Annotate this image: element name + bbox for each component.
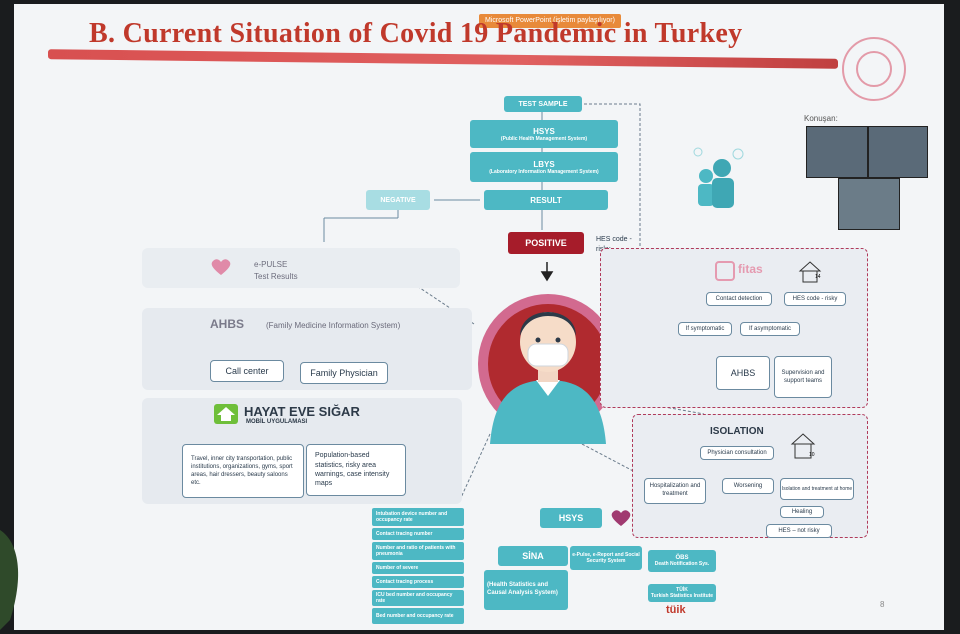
hsys-title: HSYS bbox=[533, 126, 555, 136]
epulse-panel bbox=[142, 248, 460, 288]
supervision-box[interactable]: Supervision and support teams bbox=[774, 356, 832, 398]
tuik-subtitle: Turkish Statistics Institute bbox=[650, 593, 714, 599]
video-tile[interactable] bbox=[806, 126, 868, 178]
hsys-box[interactable]: HSYS (Public Health Management System) bbox=[470, 120, 618, 148]
video-tile[interactable] bbox=[838, 178, 900, 230]
hsys-subtitle: (Public Health Management System) bbox=[500, 135, 588, 142]
patient-avatar-icon bbox=[478, 294, 618, 444]
video-tile[interactable] bbox=[868, 126, 928, 178]
physician-consultation-box[interactable]: Physician consultation bbox=[700, 446, 774, 460]
sidebar-item[interactable]: Number of severe bbox=[372, 562, 464, 574]
sina-box[interactable]: SİNA bbox=[498, 546, 568, 566]
sidebar-item[interactable]: Contact tracing number bbox=[372, 528, 464, 540]
hayat-stats-box: Population-based statistics, risky area … bbox=[306, 444, 406, 496]
sidebar-item[interactable]: Intubation device number and occupancy r… bbox=[372, 508, 464, 526]
day-14-label: 14 bbox=[815, 274, 821, 280]
fitas-ahbs-box[interactable]: AHBS bbox=[716, 356, 770, 390]
heart-icon bbox=[210, 258, 232, 276]
sina-description: (Health Statistics and Causal Analysis S… bbox=[484, 570, 568, 610]
sidebar-item[interactable]: Number and ratio of patients with pneumo… bbox=[372, 542, 464, 560]
obs-title: ÖBS bbox=[675, 555, 689, 561]
powerpoint-share-bar[interactable]: Microsoft PowerPoint (işletim paylaşılıy… bbox=[479, 14, 621, 28]
house-10-icon: 10 bbox=[790, 432, 816, 460]
hayat-logo-icon bbox=[214, 404, 238, 424]
contact-detection-box[interactable]: Contact detection bbox=[706, 292, 772, 306]
zoom-speaker-label: Konuşan: bbox=[804, 114, 838, 123]
obs-subtitle: Death Notification Sys. bbox=[654, 561, 710, 567]
lbys-box[interactable]: LBYS (Laboratory Information Management … bbox=[470, 152, 618, 182]
hes-not-risky-box[interactable]: HES – not risky bbox=[766, 524, 832, 538]
sidebar-item[interactable]: Contact tracing process bbox=[372, 576, 464, 588]
call-center-box[interactable]: Call center bbox=[210, 360, 284, 382]
ahbs-subtitle: (Family Medicine Information System) bbox=[266, 321, 401, 330]
lbys-subtitle: (Laboratory Information Management Syste… bbox=[489, 168, 599, 175]
hospitalization-box[interactable]: Hospitalization and treatment bbox=[644, 478, 706, 504]
epulse-ereport-box[interactable]: e-Pulse, e-Report and Social Security Sy… bbox=[570, 546, 642, 570]
family-physician-box[interactable]: Family Physician bbox=[300, 362, 388, 384]
isolation-panel bbox=[632, 414, 868, 538]
negative-box[interactable]: NEGATIVE bbox=[366, 190, 430, 210]
hsys-heart-icon bbox=[610, 508, 632, 528]
tuik-title: TÜİK bbox=[676, 587, 688, 593]
hayat-title: HAYAT EVE SIĞAR bbox=[244, 404, 360, 419]
lbys-title: LBYS bbox=[533, 159, 555, 169]
page-number: 8 bbox=[880, 600, 885, 609]
doctors-illustration-icon bbox=[693, 147, 744, 208]
epulse-subtitle: Test Results bbox=[254, 272, 298, 281]
if-asymptomatic-box[interactable]: If asymptomatic bbox=[740, 322, 800, 336]
ministry-logo-icon bbox=[842, 37, 906, 101]
obs-box[interactable]: ÖBS Death Notification Sys. bbox=[648, 550, 716, 572]
sidebar-item[interactable]: ICU bed number and occupancy rate bbox=[372, 590, 464, 606]
hayat-subtitle: MOBİL UYGULAMASI bbox=[246, 419, 308, 425]
healing-box[interactable]: Healing bbox=[780, 506, 824, 518]
hes-risk-box[interactable]: HES code - risky bbox=[784, 292, 846, 306]
isolation-home-box[interactable]: Isolation and treatment at home bbox=[780, 478, 854, 500]
sidebar-item[interactable]: Bed number and occupancy rate bbox=[372, 608, 464, 624]
tuik-box[interactable]: TÜİK Turkish Statistics Institute bbox=[648, 584, 716, 602]
plant-leaf-icon bbox=[0, 530, 19, 630]
worsening-box[interactable]: Worsening bbox=[722, 478, 774, 494]
slide-title: B. Current Situation of Covid 19 Pandemi… bbox=[89, 18, 743, 49]
presentation-screen: Microsoft PowerPoint (işletim paylaşılıy… bbox=[14, 4, 944, 630]
if-symptomatic-box[interactable]: If symptomatic bbox=[678, 322, 732, 336]
result-box[interactable]: RESULT bbox=[484, 190, 608, 210]
bottom-hsys-box[interactable]: HSYS bbox=[540, 508, 602, 528]
isolation-title: ISOLATION bbox=[710, 426, 764, 437]
fitas-logo-icon: fitas bbox=[714, 256, 774, 286]
hayat-places-box: Travel, inner city transportation, publi… bbox=[182, 444, 304, 498]
epulse-title: e-PULSE bbox=[254, 260, 288, 269]
house-14-icon: 14 bbox=[798, 260, 822, 284]
fitas-logo-text: fitas bbox=[738, 262, 763, 276]
positive-box[interactable]: POSITIVE bbox=[508, 232, 584, 254]
day-10-label: 10 bbox=[809, 452, 815, 458]
ahbs-title: AHBS bbox=[210, 317, 245, 331]
tuik-logo: tüik bbox=[666, 604, 686, 616]
test-sample-box[interactable]: TEST SAMPLE bbox=[504, 96, 582, 112]
